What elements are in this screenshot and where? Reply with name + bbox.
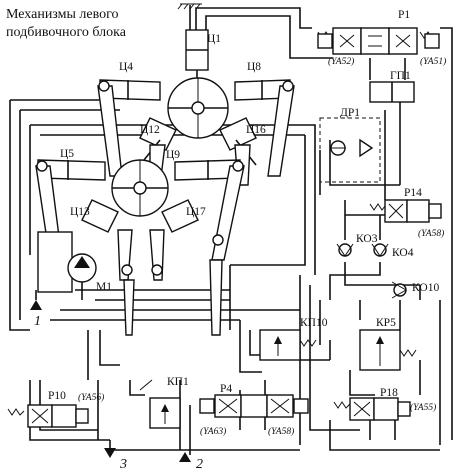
accumulator-gp1 xyxy=(369,81,415,103)
label-ko10: КО10 xyxy=(412,282,439,294)
component-labels: Ц1 Ц4 Ц8 Ц12 Ц16 Ц9 Ц5 Ц13 Ц17 М1 Р1 (YA… xyxy=(34,9,446,472)
throttle-dr1 xyxy=(319,117,381,183)
port-label-3: 3 xyxy=(119,457,127,472)
label-ya51: (YA51) xyxy=(420,56,446,67)
label-c9: Ц9 xyxy=(166,149,180,161)
label-p14: Р14 xyxy=(404,187,422,199)
valve-kr5 xyxy=(359,329,417,371)
label-c12: Ц12 xyxy=(140,124,160,136)
valve-kp1 xyxy=(139,379,181,429)
valve-p4 xyxy=(199,394,309,418)
valve-p10 xyxy=(7,404,89,428)
port-label-1: 1 xyxy=(34,314,41,329)
valve-p18 xyxy=(333,397,411,421)
label-c16: Ц16 xyxy=(246,124,266,136)
label-ya58-a: (YA58) xyxy=(418,228,444,239)
valve-kp10 xyxy=(259,329,317,361)
label-ko4: КО4 xyxy=(392,247,414,259)
label-c17: Ц17 xyxy=(186,206,206,218)
label-kp10: КП10 xyxy=(300,317,328,329)
diagram-title: Механизмы левого подбивочного блока xyxy=(6,6,181,42)
label-ya55: (YA55) xyxy=(410,402,436,413)
port-label-2: 2 xyxy=(196,457,203,472)
label-kp1: КП1 xyxy=(167,376,189,388)
label-c5: Ц5 xyxy=(60,148,74,160)
lower-tamping-assembly xyxy=(35,159,245,336)
label-p4: Р4 xyxy=(220,383,232,395)
pipelines xyxy=(9,5,453,455)
label-ya58-b: (YA58) xyxy=(268,426,294,437)
label-c8: Ц8 xyxy=(247,61,261,73)
label-gp1: ГП1 xyxy=(390,70,411,82)
label-c13: Ц13 xyxy=(70,206,90,218)
valve-p1 xyxy=(317,27,440,55)
label-p1: Р1 xyxy=(398,9,410,21)
label-ya52: (YA52) xyxy=(328,56,354,67)
cylinder-c1 xyxy=(177,3,209,88)
label-ya63: (YA63) xyxy=(200,426,226,437)
title-line-2: подбивочного блока xyxy=(6,25,126,40)
valve-p14 xyxy=(369,199,442,223)
label-p18: Р18 xyxy=(380,387,398,399)
label-c1: Ц1 xyxy=(207,33,221,45)
label-ko3: КО3 xyxy=(356,233,378,245)
upper-tamping-assembly xyxy=(97,77,295,186)
label-p10: Р10 xyxy=(48,390,66,402)
check-valves xyxy=(336,243,408,299)
label-kr5: КР5 xyxy=(376,317,396,329)
port-markers xyxy=(30,290,191,462)
label-c4: Ц4 xyxy=(119,61,133,73)
label-m1: М1 xyxy=(96,281,112,293)
label-dr1: ДР1 xyxy=(340,107,360,119)
title-line-1: Механизмы левого xyxy=(6,7,119,22)
motor-m1 xyxy=(67,253,97,300)
label-ya56: (YA56) xyxy=(78,392,104,403)
